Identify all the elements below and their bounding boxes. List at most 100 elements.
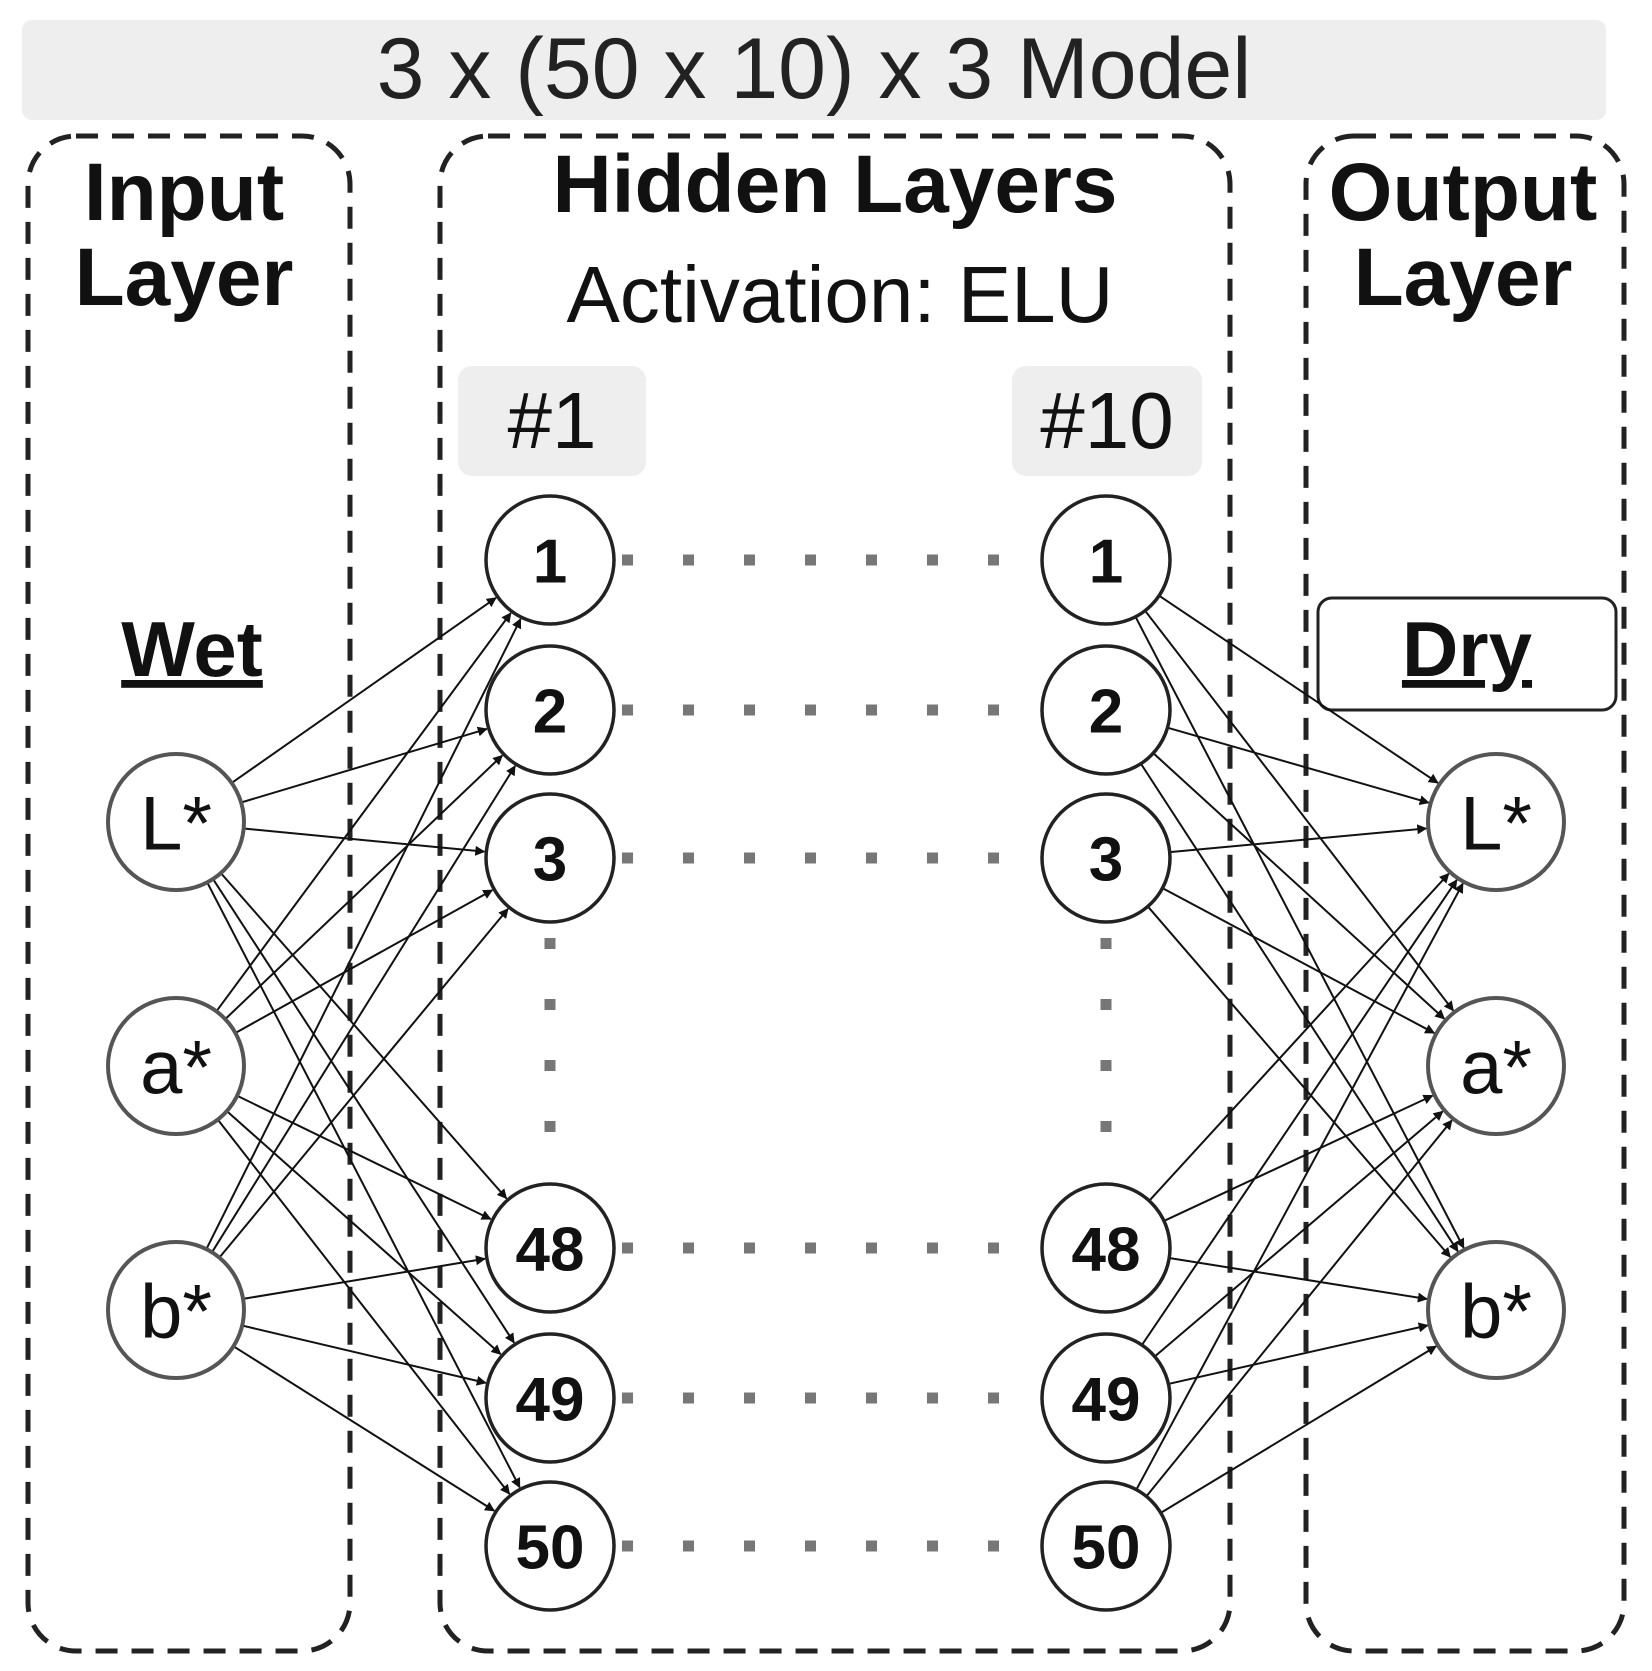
hidden-layer-1-node-50-label: 50 xyxy=(516,1513,585,1582)
hidden-layer-10-node-3: 3 xyxy=(1040,792,1172,924)
output-node-a-star-label: a* xyxy=(1460,1025,1532,1110)
edge-input-L*-to-h1-2 xyxy=(240,726,488,804)
hidden-layer-10-node-50: 50 xyxy=(1040,1480,1172,1612)
edge-h10-3-to-output-L* xyxy=(1169,824,1428,854)
hidden-layer-10-node-1: 1 xyxy=(1040,494,1172,626)
hidden-layers-box xyxy=(437,133,1233,1654)
input-node-L-star-circle xyxy=(106,752,246,892)
edge-h10-2-to-output-L* xyxy=(1167,726,1430,805)
edge-input-a*-to-h1-3 xyxy=(234,889,494,1034)
edge-h10-2-to-output-a* xyxy=(1152,752,1446,1020)
hidden-layer-10-node-1-label: 1 xyxy=(1089,527,1123,596)
wet-label: Wet xyxy=(121,605,263,693)
edge-h10-48-to-output-b* xyxy=(1169,1257,1428,1303)
hidden-layer-10-node-50-circle xyxy=(1040,1480,1172,1612)
hidden-layer-1-node-50: 50 xyxy=(484,1480,616,1612)
hidden-layer-1-node-3: 3 xyxy=(484,792,616,924)
output-node-L-star-circle xyxy=(1426,752,1566,892)
hidden-layer-1-node-49-label: 49 xyxy=(516,1365,585,1434)
input-node-b-star-label: b* xyxy=(140,1269,212,1354)
last-layer-tag-bg xyxy=(1012,366,1202,476)
input-node-b-star-circle xyxy=(106,1240,246,1380)
hidden-layer-10-node-1-circle xyxy=(1040,494,1172,626)
input-node-a-star: a* xyxy=(106,996,246,1136)
output-node-L-star: L* xyxy=(1426,752,1566,892)
edge-input-L*-to-h1-48 xyxy=(220,872,508,1200)
edge-input-L*-to-h1-49 xyxy=(212,878,515,1344)
hidden-layer-10-node-48-circle xyxy=(1040,1182,1172,1314)
output-node-L-star-label: L* xyxy=(1460,781,1532,866)
edge-input-a*-to-h1-50 xyxy=(217,1119,511,1495)
output-node-a-star: a* xyxy=(1426,996,1566,1136)
hidden-layer-1-node-48: 48 xyxy=(484,1182,616,1314)
connections xyxy=(205,594,1465,1514)
hidden-layer-10-node-3-circle xyxy=(1040,792,1172,924)
edge-h10-3-to-output-b* xyxy=(1147,905,1452,1258)
hidden-layer-1-node-48-circle xyxy=(484,1182,616,1314)
hidden-layer-10-node-50-label: 50 xyxy=(1072,1513,1141,1582)
edge-h10-48-to-output-L* xyxy=(1148,872,1450,1202)
edge-h10-1-to-output-L* xyxy=(1158,594,1439,784)
hidden-layer-1-node-49: 49 xyxy=(484,1332,616,1464)
dry-label: Dry xyxy=(1402,605,1532,693)
edge-input-L*-to-h1-1 xyxy=(231,597,497,784)
hidden-layer-10-node-49: 49 xyxy=(1040,1332,1172,1464)
input-node-L-star: L* xyxy=(106,752,246,892)
hidden-layers-heading: Hidden Layers xyxy=(552,139,1117,230)
input-node-L-star-label: L* xyxy=(140,781,212,866)
hidden-layer-1-node-48-label: 48 xyxy=(516,1215,585,1284)
hidden-layer-10-node-49-label: 49 xyxy=(1072,1365,1141,1434)
edge-input-b*-to-h1-50 xyxy=(232,1345,496,1512)
edge-h10-49-to-output-a* xyxy=(1154,1110,1444,1358)
hidden-layer-1-node-3-label: 3 xyxy=(533,825,567,894)
output-node-b-star-circle xyxy=(1426,1240,1566,1380)
input-node-a-star-label: a* xyxy=(140,1025,212,1110)
edge-h10-3-to-output-a* xyxy=(1161,887,1436,1034)
output-layer-heading-line1: Output xyxy=(1329,147,1598,238)
edge-h10-1-to-output-a* xyxy=(1144,610,1455,1012)
hidden-layer-10-node-2-label: 2 xyxy=(1089,677,1123,746)
edge-h10-1-to-output-b* xyxy=(1134,616,1465,1249)
edge-input-b*-to-h1-3 xyxy=(218,908,509,1259)
hidden-layer-1-node-2-label: 2 xyxy=(533,677,567,746)
input-layer-heading-line1: Input xyxy=(84,147,284,238)
input-node-a-star-circle xyxy=(106,996,246,1136)
edge-h10-2-to-output-b* xyxy=(1140,763,1459,1253)
edge-input-L*-to-h1-50 xyxy=(206,881,521,1489)
output-layer-heading-line2: Layer xyxy=(1354,232,1573,323)
first-layer-tag-bg xyxy=(458,366,646,476)
edge-input-b*-to-h1-48 xyxy=(242,1255,486,1300)
input-layer-box xyxy=(25,133,353,1654)
last-layer-tag: #10 xyxy=(1040,376,1173,465)
dry-label-box xyxy=(1316,596,1618,712)
nodes: 1 1 2 2 3 3 48 48 49 49 50 50 L* a* b* L* a* b* xyxy=(106,494,1566,1612)
title-bar xyxy=(22,20,1606,120)
hidden-layer-1-node-50-circle xyxy=(484,1480,616,1612)
hidden-layer-10-node-48: 48 xyxy=(1040,1182,1172,1314)
edge-h10-50-to-output-L* xyxy=(1135,882,1464,1491)
edge-h10-49-to-output-b* xyxy=(1168,1322,1429,1385)
hidden-layer-10-node-48-label: 48 xyxy=(1072,1215,1141,1284)
edge-h10-49-to-output-L* xyxy=(1141,879,1458,1346)
edge-input-a*-to-h1-1 xyxy=(215,612,512,1012)
output-node-b-star: b* xyxy=(1426,1240,1566,1380)
hidden-layer-1-node-1-label: 1 xyxy=(533,527,567,596)
hidden-layer-1-node-1-circle xyxy=(484,494,616,626)
hidden-layer-1-node-2: 2 xyxy=(484,644,616,776)
output-layer-box xyxy=(1303,133,1627,1654)
activation-label: Activation: ELU xyxy=(567,250,1114,339)
edge-input-a*-to-h1-48 xyxy=(236,1094,492,1221)
hidden-layer-1-node-3-circle xyxy=(484,792,616,924)
hidden-layer-10-node-3-label: 3 xyxy=(1089,825,1123,894)
hidden-layer-1-node-49-circle xyxy=(484,1332,616,1464)
input-node-b-star: b* xyxy=(106,1240,246,1380)
hidden-layer-1-node-1: 1 xyxy=(484,494,616,626)
edge-input-b*-to-h1-2 xyxy=(211,765,516,1253)
input-layer-heading-line2: Layer xyxy=(75,232,294,323)
edge-input-a*-to-h1-49 xyxy=(226,1110,502,1355)
edge-h10-50-to-output-b* xyxy=(1160,1345,1437,1514)
diagram-title: 3 x (50 x 10) x 3 Model xyxy=(377,21,1252,117)
edge-input-L*-to-h1-3 xyxy=(243,827,486,856)
edge-h10-50-to-output-a* xyxy=(1145,1119,1453,1497)
